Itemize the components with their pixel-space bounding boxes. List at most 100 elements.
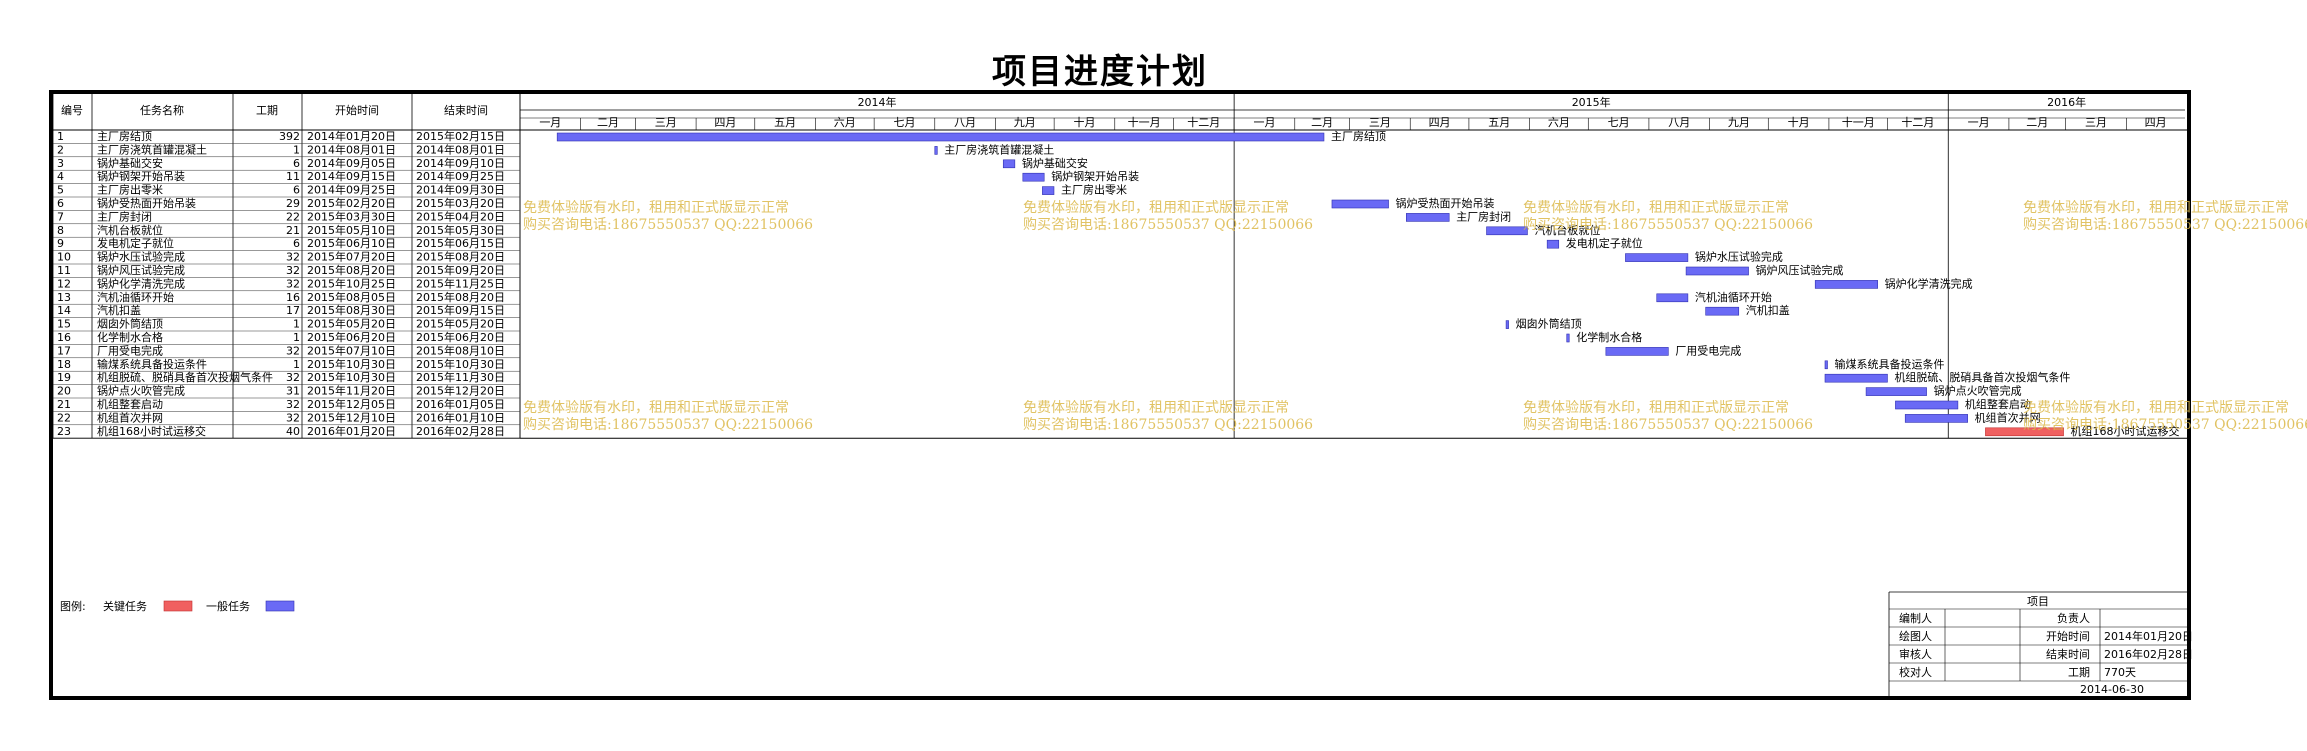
task-duration: 32 [286,398,300,411]
bar-label: 锅炉基础交安 [1022,156,1088,170]
month-label: 十一月 [1842,115,1875,129]
task-start: 2015年12月05日 [307,397,396,411]
task-id: 10 [57,251,71,264]
task-bar [1705,306,1740,316]
task-bar [1985,427,2064,437]
task-name: 汽机台板就位 [97,223,163,237]
task-id: 23 [57,425,71,438]
task-duration: 22 [286,210,300,223]
month-label: 七月 [893,116,915,129]
bar-label: 汽机扣盖 [1746,303,1790,317]
task-name: 发电机定子就位 [97,236,174,250]
task-end: 2016年01月10日 [416,410,505,424]
task-end: 2015年06月15日 [416,236,505,250]
task-id: 3 [57,157,64,170]
task-duration: 29 [286,197,300,210]
bar-label: 汽机台板就位 [1534,223,1600,237]
month-label: 十月 [1788,115,1810,129]
task-duration: 40 [286,425,300,438]
watermark-line: 购买咨询电话:18675550537 QQ:22150066 [523,217,813,233]
watermark-line: 免费体验版有水印，租用和正式版显示正常 [523,200,789,216]
task-id: 8 [57,224,64,237]
task-duration: 17 [286,304,300,317]
task-name: 锅炉化学清洗完成 [97,276,185,290]
task-start: 2015年12月10日 [307,410,396,424]
info-box-header: 项目 [2027,595,2049,608]
task-name: 主厂房结顶 [97,130,152,143]
bar-label: 烟囱外筒结顶 [1516,317,1582,331]
task-name: 化学制水合格 [97,330,163,344]
task-bar [1904,414,1968,423]
task-end: 2015年08月20日 [416,250,505,264]
task-bar [1002,159,1016,169]
task-id: 11 [57,264,71,277]
task-end: 2015年08月10日 [416,343,505,357]
legend-normal-label: 一般任务 [206,600,250,613]
task-end: 2016年01月05日 [416,397,505,411]
month-label: 十一月 [1128,115,1161,129]
task-bar [1814,280,1878,289]
watermark-line: 购买咨询电话:18675550537 QQ:22150066 [1523,217,1813,233]
task-duration: 32 [286,264,300,277]
month-label: 二月 [597,116,619,129]
task-name: 汽机扣盖 [97,303,141,317]
info-box-label: 开始时间 [2046,629,2090,643]
task-end: 2015年11月25日 [416,276,505,290]
task-end: 2015年12月20日 [416,384,505,398]
task-name: 输煤系统具备投运条件 [97,357,207,371]
month-label: 一月 [539,116,561,129]
bar-label: 厂用受电完成 [1675,343,1741,357]
task-end: 2015年09月20日 [416,263,505,277]
task-end: 2014年09月30日 [416,183,505,197]
task-duration: 392 [279,130,300,143]
month-label: 八月 [1668,116,1690,129]
task-end: 2014年08月01日 [416,142,505,156]
info-box-date: 2014-06-30 [2080,683,2144,696]
task-start: 2015年08月05日 [307,290,396,304]
task-end: 2015年03月20日 [416,196,505,210]
task-duration: 6 [293,237,300,250]
watermark-line: 购买咨询电话:18675550537 QQ:22150066 [523,417,813,433]
task-id: 15 [57,318,71,331]
month-label: 五月 [1488,116,1510,129]
task-name: 锅炉水压试验完成 [97,250,185,264]
task-name: 锅炉风压试验完成 [97,263,185,277]
info-box-value: 2016年02月28日 [2104,647,2193,661]
bar-label: 主厂房浇筑首罐混凝土 [944,142,1054,156]
task-start: 2015年07月10日 [307,343,396,357]
task-start: 2015年11月20日 [307,384,396,398]
task-bar [1656,293,1689,303]
task-start: 2015年10月30日 [307,357,396,371]
task-id: 20 [57,385,71,398]
task-bar [1605,347,1669,356]
bar-label: 机组脱硫、脱硝具备首次投烟气条件 [1894,370,2070,384]
task-start: 2015年10月30日 [307,370,396,384]
task-bar [1824,373,1888,383]
watermark-line: 购买咨询电话:18675550537 QQ:22150066 [1023,217,1313,233]
column-header: 工期 [256,104,278,117]
task-bar [1566,333,1570,343]
task-end: 2015年11月30日 [416,370,505,384]
bar-label: 化学制水合格 [1576,330,1642,344]
info-box-label: 审核人 [1899,647,1932,661]
task-bar [934,146,938,155]
month-label: 三月 [655,116,677,129]
task-duration: 32 [286,251,300,264]
task-bar [1865,387,1927,396]
task-id: 6 [57,197,64,210]
task-bar [1625,253,1689,262]
task-duration: 6 [293,184,300,197]
task-bar [1042,186,1055,195]
watermark-line: 免费体验版有水印，租用和正式版显示正常 [2023,400,2289,416]
task-start: 2015年02月20日 [307,196,396,210]
bar-label: 机组整套启动 [1965,397,2031,411]
task-duration: 32 [286,344,300,357]
year-label: 2015年 [1572,95,1611,109]
watermark-line: 免费体验版有水印，租用和正式版显示正常 [1023,400,1289,416]
task-name: 主厂房浇筑首罐混凝土 [97,142,207,156]
legend-normal-swatch [265,600,295,612]
task-name: 主厂房封闭 [97,209,152,223]
task-name: 锅炉点火吹管完成 [97,384,185,398]
task-start: 2016年01月20日 [307,424,396,438]
month-label: 四月 [1429,116,1451,129]
